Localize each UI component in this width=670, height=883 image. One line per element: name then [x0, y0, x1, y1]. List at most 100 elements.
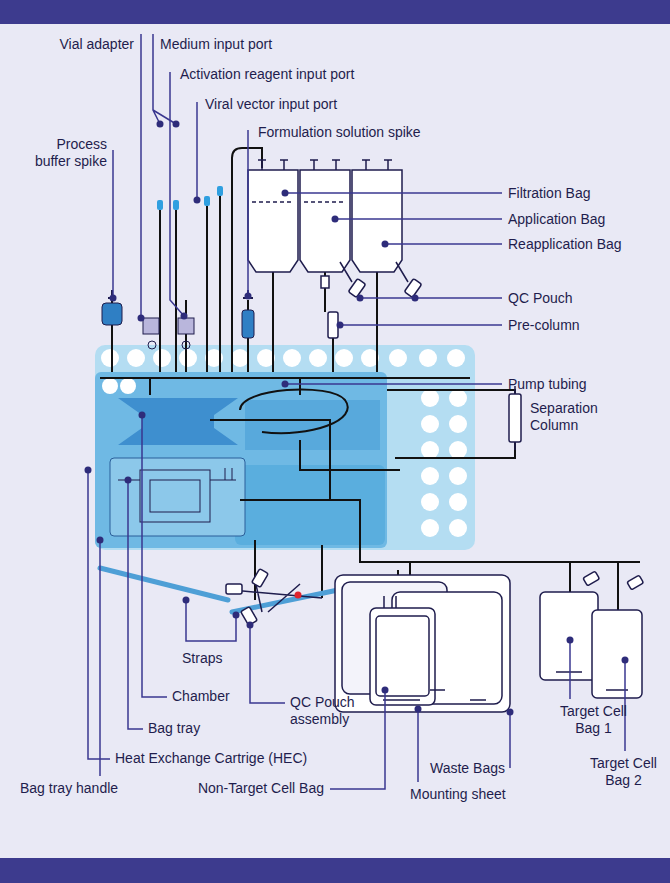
cassette-panel-part [235, 465, 385, 545]
cassette-panel-part-part [102, 378, 118, 394]
leader-dots-part [622, 657, 629, 664]
cassette-panel-part-part [449, 389, 467, 407]
part-label: Pump tubing [508, 376, 587, 393]
cassette-panel-part-part [449, 519, 467, 537]
cassette-panel-part-part [335, 349, 353, 367]
qc-pouch-assembly [226, 569, 322, 626]
cassette-panel-part [140, 470, 210, 522]
leader-dots-part [110, 295, 117, 302]
leader-lines-part [285, 192, 502, 194]
cassette-panel-part [150, 480, 200, 512]
cassette-panel-part-part [120, 378, 136, 394]
cassette-panel-part-part [421, 389, 439, 407]
part-label: Separation Column [530, 400, 610, 434]
qc-pouch-assembly-part [232, 580, 322, 612]
tubing-part [360, 545, 640, 562]
cassette-panel-part-part [283, 349, 301, 367]
cassette-panel-part-part [179, 349, 197, 367]
part-label: Chamber [172, 688, 230, 705]
leader-dots-part [97, 537, 104, 544]
cassette-panel-part-part [127, 349, 145, 367]
cassette-panel-part-part [101, 349, 119, 367]
cassette-panel-part-part [421, 519, 439, 537]
input-ports-part [217, 186, 223, 196]
waste-bags-part [335, 575, 510, 712]
waste-bags [335, 575, 510, 712]
qc-pouch-assembly-part [252, 569, 269, 588]
cassette-panel-part [118, 468, 236, 480]
tubing-part [100, 377, 470, 379]
target-cell-bags [540, 571, 644, 698]
part-label: Formulation solution spike [258, 124, 421, 141]
cassette-panel-part-part [449, 441, 467, 459]
leader-dots-part [247, 622, 254, 629]
tubing-part [185, 300, 187, 372]
leader-dots-part [337, 322, 344, 329]
part-label: Bag tray [148, 720, 200, 737]
cassette-panel-part-part [421, 441, 439, 459]
tubing-part [300, 440, 400, 470]
qc-pouch-assembly-part [226, 584, 242, 594]
process-bags-part [252, 201, 346, 203]
top-bar [0, 0, 670, 24]
cassette-panel-part-part [419, 349, 437, 367]
leader-lines-part [509, 712, 511, 768]
input-ports-part [157, 200, 163, 210]
leader-dots-part [382, 687, 389, 694]
input-ports-part [173, 200, 179, 210]
leader-lines-part [417, 709, 419, 782]
input-ports-part [242, 310, 254, 338]
process-bags-part [514, 386, 516, 450]
part-label: Non-Target Cell Bag [198, 780, 324, 797]
waste-bags-part [370, 608, 435, 705]
process-bags-part [258, 159, 392, 161]
cassette-panel-part [245, 400, 380, 450]
target-cell-bags-part [556, 672, 628, 690]
cassette-panel-part-part [421, 493, 439, 511]
cassette-panel-part-part [421, 467, 439, 485]
target-cell-bags-part [583, 571, 600, 586]
leader-dots-part [125, 477, 132, 484]
process-bags-part [340, 262, 408, 282]
part-label: Waste Bags [430, 760, 505, 777]
part-label: QC Pouch [508, 290, 573, 307]
part-label: Viral vector input port [205, 96, 337, 113]
leader-lines-part [247, 130, 249, 296]
part-label: Medium input port [160, 36, 272, 53]
cassette-panel-part-part [447, 349, 465, 367]
tubing-part [240, 389, 348, 433]
leader-lines-part [360, 297, 502, 299]
tubing-part [159, 205, 161, 372]
leader-dots-part [415, 706, 422, 713]
qc-pouch-assembly-part [295, 592, 302, 599]
tubing [100, 148, 640, 610]
leader-dots-part [139, 412, 146, 419]
tubing-part [219, 190, 221, 372]
bottom-bar [0, 858, 670, 883]
process-bags-part [352, 170, 402, 272]
tubing-part [206, 200, 208, 372]
part-label: Vial adapter [60, 36, 134, 53]
cassette-panel-part [118, 398, 238, 445]
part-label: Pre-column [508, 317, 580, 334]
waste-bags-part [376, 616, 429, 696]
leader-dots-part [233, 612, 240, 619]
leader-lines-part [170, 72, 184, 316]
straps-part [100, 568, 228, 600]
input-ports-part [204, 196, 210, 206]
leader-lines-part [88, 470, 110, 759]
leader-dots-part [173, 121, 180, 128]
leader-lines-part [285, 383, 502, 385]
leader-dots-part [183, 597, 190, 604]
target-cell-bags-part [627, 575, 644, 590]
leader-dots-part [412, 295, 419, 302]
leader-dots-part [157, 121, 164, 128]
input-ports-part [148, 341, 156, 349]
part-label: Reapplication Bag [508, 236, 622, 253]
cassette-panel-part [110, 458, 245, 536]
part-label: Target Cell Bag 2 [590, 755, 657, 789]
cassette-panel-part-part [421, 415, 439, 433]
part-label: Filtration Bag [508, 185, 590, 202]
